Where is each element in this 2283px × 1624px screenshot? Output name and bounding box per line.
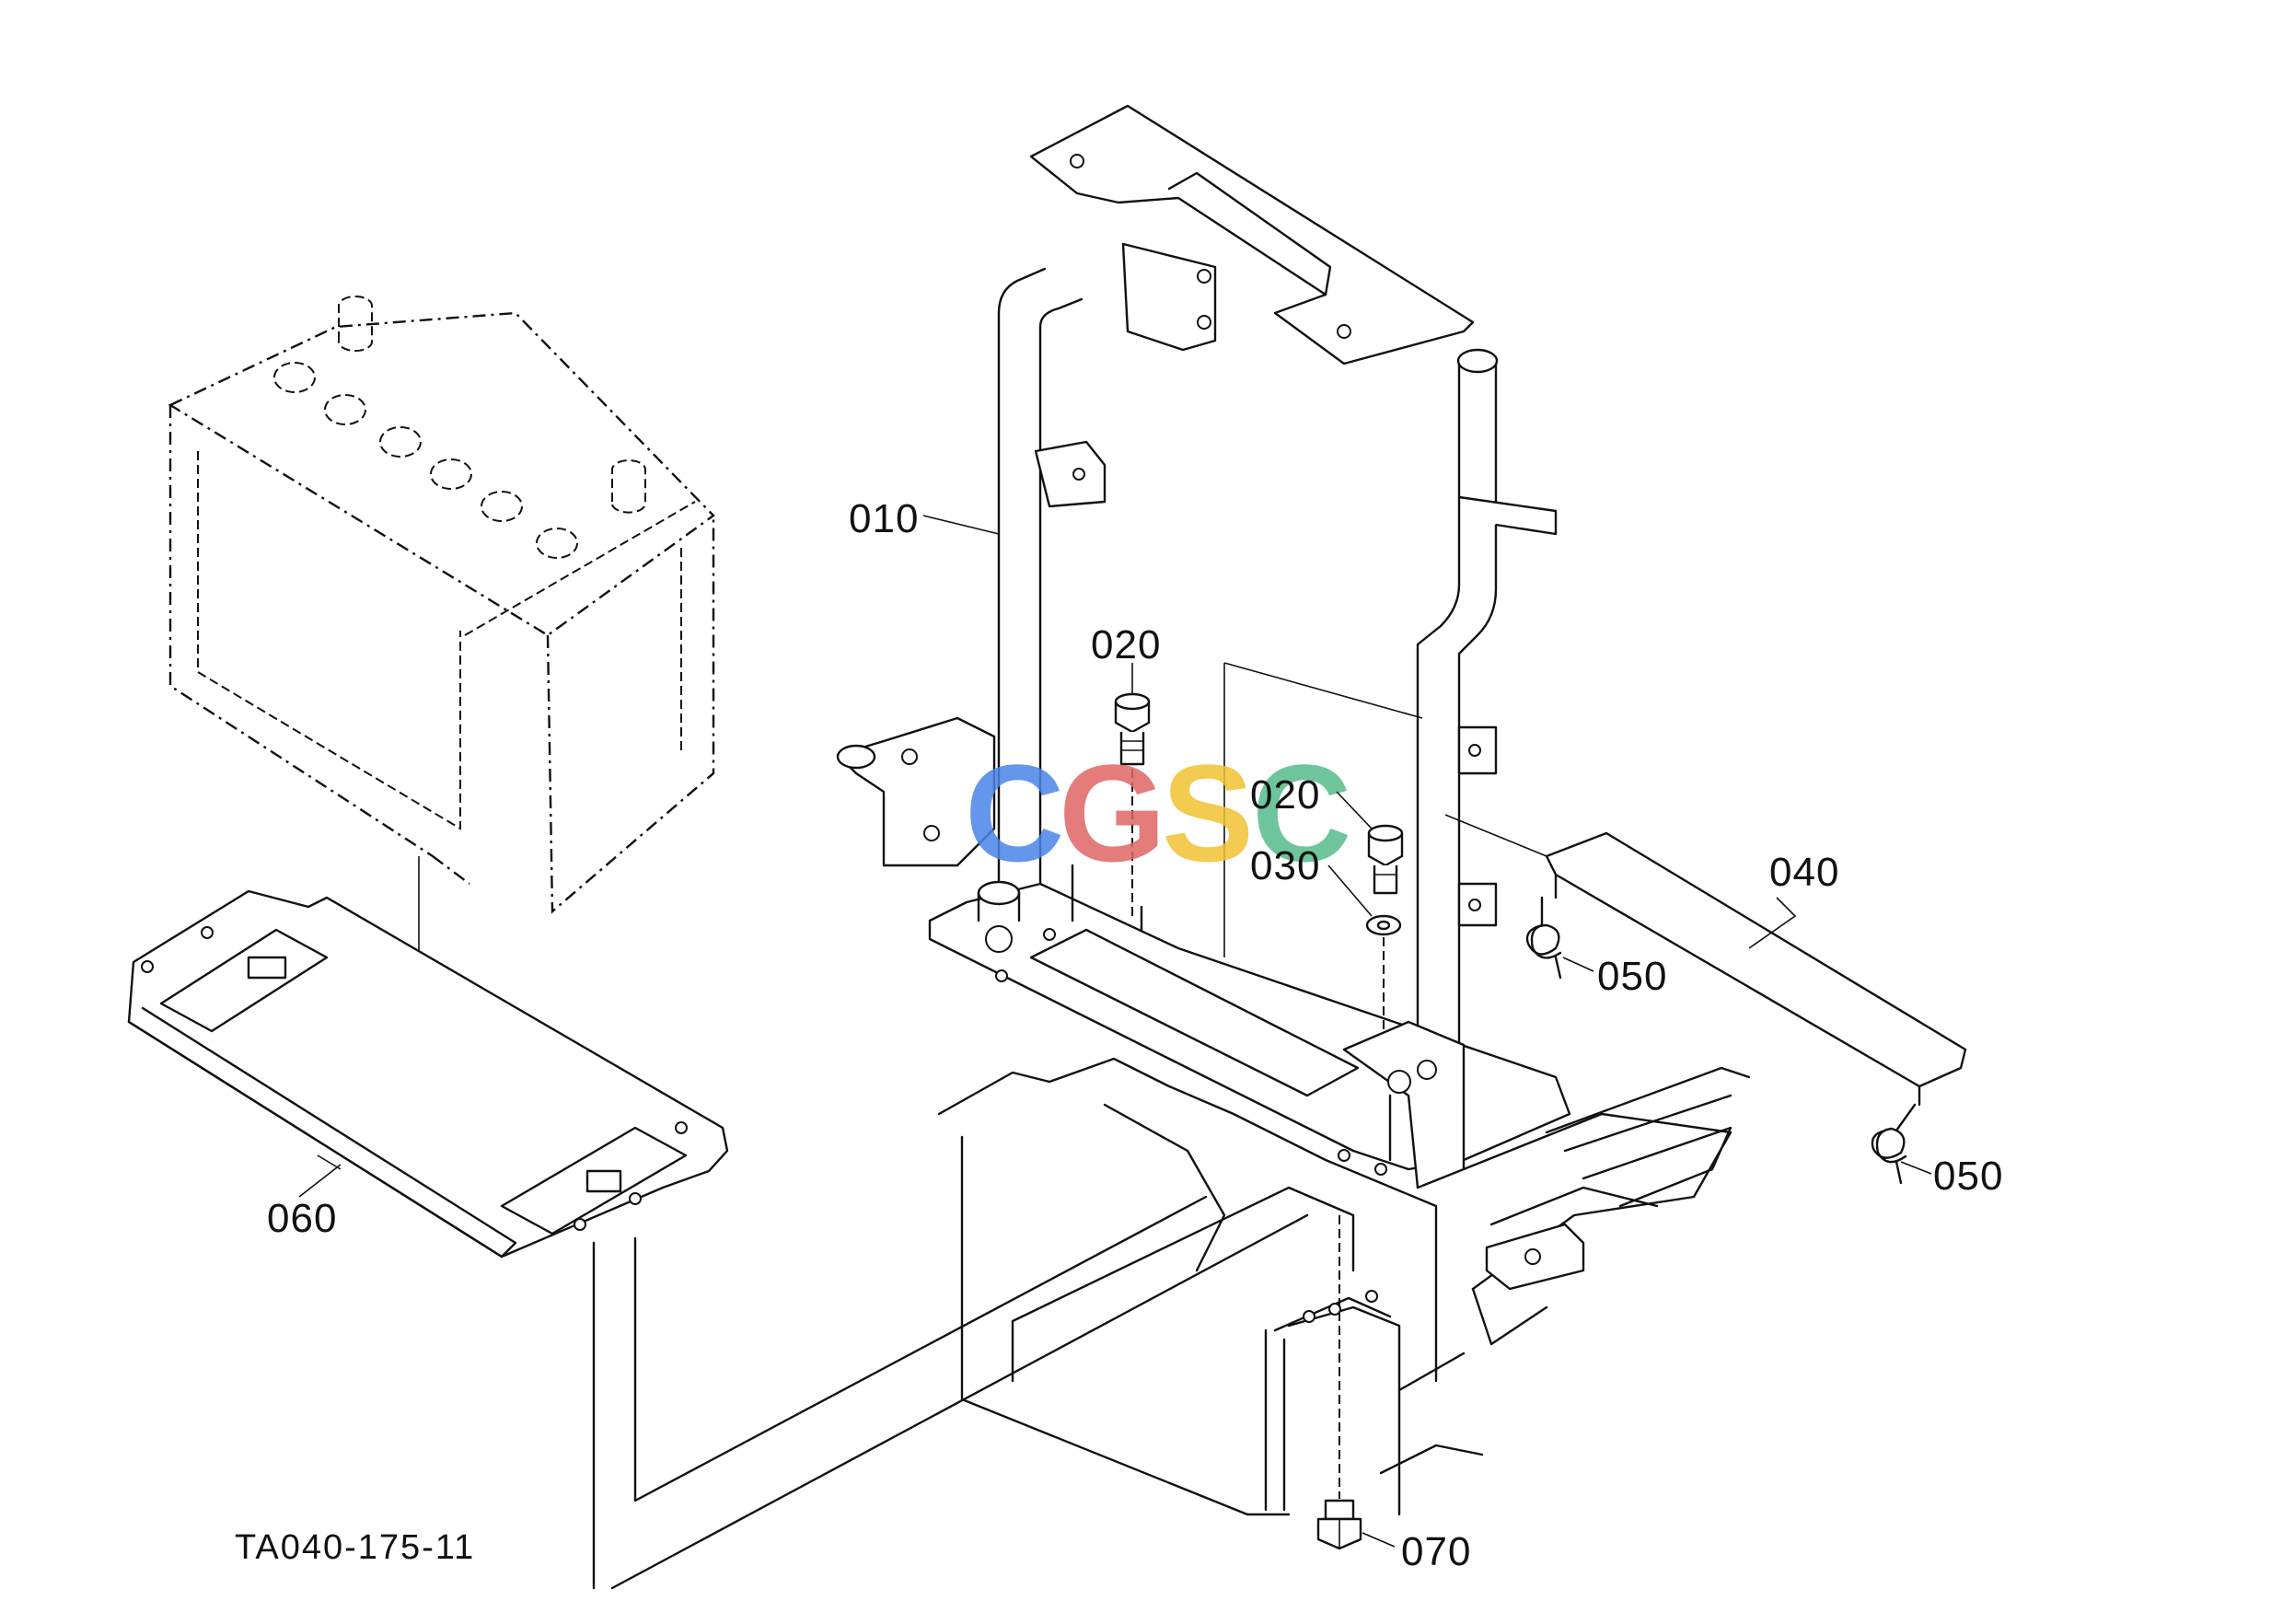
leader-lines (298, 515, 1932, 1548)
spring-050-lower (1871, 1103, 1917, 1185)
callout-050-upper: 050 (1597, 954, 1667, 999)
callout-040: 040 (1769, 850, 1839, 895)
watermark-letter-c2: C (1252, 736, 1351, 890)
cover-plate-040 (1444, 814, 1967, 1107)
drawing-code: TA040-175-11 (235, 1528, 475, 1567)
nut-070 (1316, 1215, 1362, 1550)
watermark-cgsc: C G S C (965, 736, 1351, 890)
watermark-letter-g: G (1059, 736, 1166, 890)
chassis (937, 1057, 1751, 1516)
battery-tray (127, 889, 729, 1259)
callout-010: 010 (849, 496, 919, 541)
spring-050-upper (1525, 896, 1562, 980)
watermark-letter-c1: C (965, 736, 1064, 890)
washer-030 (1365, 914, 1402, 1031)
callout-030: 030 (1250, 843, 1320, 888)
battery-outline (168, 296, 715, 1082)
battery-frame (836, 104, 1571, 1189)
callout-020-right: 020 (1250, 772, 1320, 818)
watermark-letter-s: S (1162, 736, 1254, 890)
bolt-020-right (1367, 824, 1404, 895)
callout-050-lower: 050 (1933, 1154, 2003, 1199)
battery-cable (592, 1195, 1309, 1590)
callout-020-left: 020 (1091, 622, 1161, 667)
bolt-020-left (1114, 692, 1151, 921)
callout-060: 060 (267, 1196, 337, 1241)
callout-070: 070 (1401, 1529, 1471, 1574)
